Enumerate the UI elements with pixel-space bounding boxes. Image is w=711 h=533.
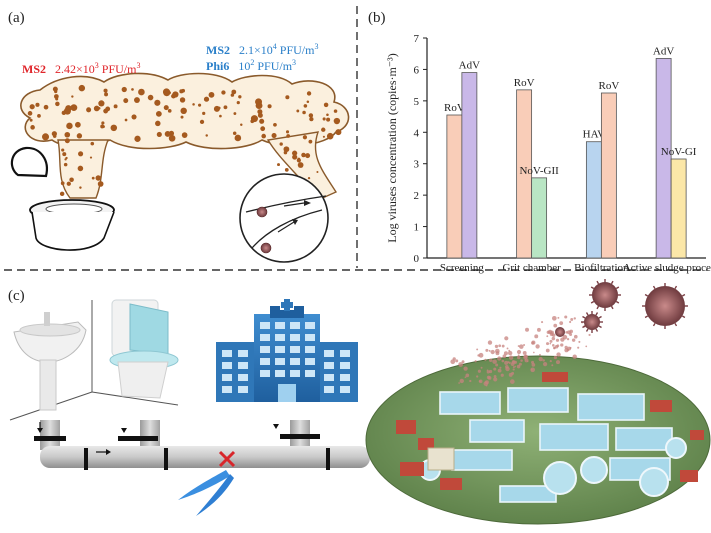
bar <box>531 177 548 259</box>
wastewater-plant-image <box>365 355 711 525</box>
phi6-value: 10 <box>238 59 250 73</box>
bar <box>461 72 478 259</box>
bar <box>655 58 672 259</box>
toilet-icon <box>10 146 115 251</box>
x-category-label: Screening <box>440 262 484 274</box>
bar <box>446 114 463 259</box>
panel-b-label: (b) <box>368 10 386 26</box>
bar <box>516 89 533 259</box>
bar <box>585 141 602 259</box>
leak-water-splash <box>178 470 234 516</box>
y-axis-label: Log viruses concentration (copies·m⁻³) <box>385 53 399 243</box>
y-tick-label: 1 <box>414 222 420 234</box>
sewer-pipe <box>34 420 370 470</box>
room-floor-line-right <box>91 391 179 406</box>
x-category-label: Biofiltration <box>574 262 629 274</box>
bar-label: AdV <box>459 60 480 72</box>
bar-label: AdV <box>653 45 674 57</box>
ms2-left-label: MS2 <box>22 62 46 76</box>
panel-a: (a) <box>8 10 350 263</box>
bar-label: NoV-GI <box>661 146 697 158</box>
bar <box>600 92 617 259</box>
y-tick-label: 2 <box>414 190 420 202</box>
x-category-label: Grit chamber <box>502 262 561 274</box>
toilet-c-icon <box>109 299 179 399</box>
hospital-building-icon <box>216 296 358 402</box>
y-tick-label: 0 <box>414 253 420 265</box>
ms2-right-unit-exp: 3 <box>314 42 318 51</box>
ms2-right-label: MS2 <box>206 43 230 57</box>
bar-label: HAV <box>583 129 605 141</box>
y-tick-label: 5 <box>414 96 420 108</box>
bar-label: NoV-GII <box>519 165 559 177</box>
y-tick-label: 3 <box>414 159 420 171</box>
ms2-right-exp: 4 <box>273 42 277 51</box>
phi6-unit: PFU/m <box>257 59 292 73</box>
virus-particles <box>555 279 688 337</box>
phi6-exp: 2 <box>250 58 254 67</box>
bar-label: RoV <box>514 77 535 89</box>
y-tick-label: 4 <box>414 127 420 139</box>
phi6-unit-exp: 3 <box>292 58 296 67</box>
aerosol-particles <box>27 84 342 197</box>
ms2-left-value: 2.42×10 <box>55 62 95 76</box>
bar <box>670 158 687 259</box>
ms2-right-value: 2.1×10 <box>239 43 273 57</box>
ms2-right-unit: PFU/m <box>280 43 315 57</box>
leak-cross-icon <box>218 450 236 468</box>
sink-icon <box>13 312 87 411</box>
panel-a-label: (a) <box>8 10 25 26</box>
bar-label: RoV <box>598 80 619 92</box>
panel-c-label: (c) <box>8 288 25 304</box>
ms2-left-unit-exp: 3 <box>136 61 140 70</box>
magnified-view <box>239 173 329 263</box>
y-tick-label: 7 <box>414 33 420 45</box>
panel-c: (c) <box>8 279 711 525</box>
phi6-label: Phi6 <box>206 59 229 73</box>
ms2-left-unit: PFU/m <box>102 62 137 76</box>
bar-label: RoV <box>444 102 465 114</box>
ms2-left-exp: 3 <box>95 61 99 70</box>
x-category-label: Active sludge process <box>623 262 711 274</box>
virus-aerosol-spray <box>450 315 591 387</box>
y-tick-label: 6 <box>414 64 420 76</box>
